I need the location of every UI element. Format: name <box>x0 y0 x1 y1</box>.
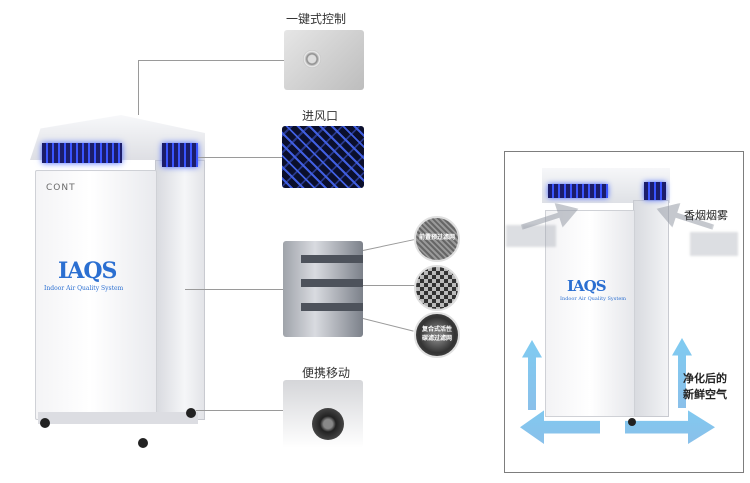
carbon-filter-swatch: 复合式活性 碳滤过滤网 <box>414 312 460 358</box>
air-inlet-label: 进风口 <box>302 109 339 123</box>
connector-line <box>363 285 415 286</box>
pre-filter-label: 前置预过滤网 <box>418 234 455 241</box>
scene-caster-wheel <box>628 418 636 426</box>
scene-cabinet-front <box>545 210 635 417</box>
filter-drawer-photo <box>283 241 363 337</box>
cigarette-smoke-label: 香烟烟雾 <box>684 209 728 222</box>
power-button-icon <box>303 50 321 68</box>
scene-cabinet-side <box>633 200 669 417</box>
connector-line <box>362 239 414 251</box>
caster-wheel-icon <box>312 408 344 440</box>
scene-inlet-vent-side <box>644 182 666 200</box>
connector-line <box>138 60 139 115</box>
inlet-vent-side <box>162 143 198 167</box>
control-button-photo <box>284 30 364 90</box>
pre-filter-swatch: 前置预过滤网 <box>414 216 460 262</box>
clean-air-label-line1: 净化后的 <box>683 372 727 385</box>
connector-line <box>185 289 283 290</box>
caster-wheel <box>40 418 50 428</box>
carbon-filter-label-line2: 碳滤过滤网 <box>421 335 452 342</box>
connector-line <box>198 157 282 158</box>
connector-line <box>138 60 284 61</box>
brand-mark: CONT <box>46 183 76 193</box>
caster-wheel <box>138 438 148 448</box>
iaqs-logo: IAQS <box>58 258 117 284</box>
connector-line <box>362 318 414 332</box>
scene-iaqs-logo: IAQS <box>567 277 607 295</box>
iaqs-logo-subtitle: Indoor Air Quality System <box>44 285 124 292</box>
cabinet-base <box>38 412 198 424</box>
smoke-cloud <box>690 232 738 256</box>
carbon-filter-label-line1: 复合式活性 <box>421 326 452 333</box>
connector-line <box>196 410 283 411</box>
caster-wheel <box>186 408 196 418</box>
clean-air-label-line2: 新鲜空气 <box>683 388 727 401</box>
scene-inlet-vent <box>548 184 608 198</box>
inlet-grille-texture <box>282 126 364 188</box>
mesh-filter-swatch <box>414 265 460 311</box>
smoke-cloud <box>506 225 556 247</box>
cabinet-front-door <box>35 170 157 420</box>
scene-iaqs-logo-subtitle: Indoor Air Quality System <box>560 296 627 302</box>
portable-casters-label: 便携移动 <box>302 366 351 380</box>
inlet-vent-front <box>42 143 122 163</box>
cabinet-side-panel <box>155 160 205 420</box>
one-key-control-label: 一键式控制 <box>286 12 347 26</box>
